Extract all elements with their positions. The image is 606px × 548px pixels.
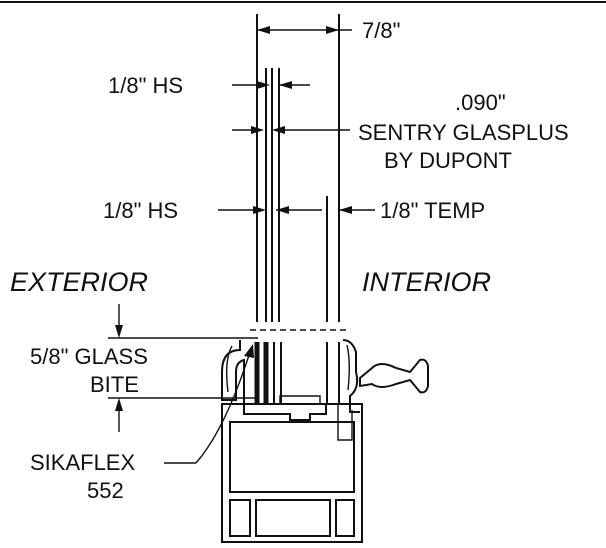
sealant-leader-arrow [244, 344, 254, 358]
inner-lite-label: 1/8" HS [103, 198, 178, 223]
exterior-leg-inner-curve [225, 345, 233, 393]
interior-glazing-stop [342, 339, 360, 413]
frame-lower-chamber-right [335, 499, 355, 537]
arrowhead-right [326, 26, 339, 34]
arrowhead-right [339, 206, 352, 214]
arrowhead-left [257, 81, 270, 89]
glass-bite-dimension [108, 304, 258, 432]
frame-lower-chamber-left [229, 499, 251, 537]
laminated-glass-lite [256, 14, 280, 322]
interior-stop-inner-curve [346, 344, 350, 391]
glass-edge-in-frame [254, 342, 340, 404]
setting-block [279, 395, 321, 404]
outer-lite-dimension [232, 81, 310, 89]
outer-lite-label: 1/8" HS [108, 73, 183, 98]
arrowhead-middle [276, 206, 289, 214]
sealant-label-1: SIKAFLEX [30, 450, 135, 475]
arrowhead-left [257, 26, 270, 34]
interlayer-dimension [232, 126, 350, 134]
frame-interior-lip [337, 404, 353, 441]
arrowhead-left [253, 206, 266, 214]
interlayer-name-line-2: BY DUPONT [384, 148, 512, 173]
sealant-label-2: 552 [87, 478, 124, 503]
interior-label: INTERIOR [362, 267, 491, 297]
overall-width-label: 7/8" [362, 18, 400, 43]
glass-bite-label-2: BITE [90, 372, 139, 397]
overall-width-dimension [256, 14, 352, 42]
frame-outer-wall [221, 403, 363, 543]
bite-arrow-bottom [115, 398, 123, 411]
bite-arrow-top [115, 325, 123, 338]
interlayer-name-line-1: SENTRY GLASPLUS [358, 120, 569, 145]
exterior-label: EXTERIOR [10, 267, 148, 297]
frame-extrusion [221, 339, 429, 543]
temp-lite-label: 1/8" TEMP [380, 198, 485, 223]
inner-lite-dimension [218, 196, 375, 224]
exterior-glazing-leg [221, 340, 245, 404]
glass-bite-label-1: 5/8" GLASS [30, 344, 148, 369]
setting-block-pocket [243, 404, 327, 421]
frame-lower-chamber-middle [255, 499, 331, 537]
tempered-glass-lite [326, 14, 340, 322]
arrowhead-right [279, 81, 292, 89]
interlayer-thickness-label: .090" [455, 90, 506, 115]
interior-gasket [359, 358, 429, 394]
frame-upper-chamber [229, 421, 355, 493]
